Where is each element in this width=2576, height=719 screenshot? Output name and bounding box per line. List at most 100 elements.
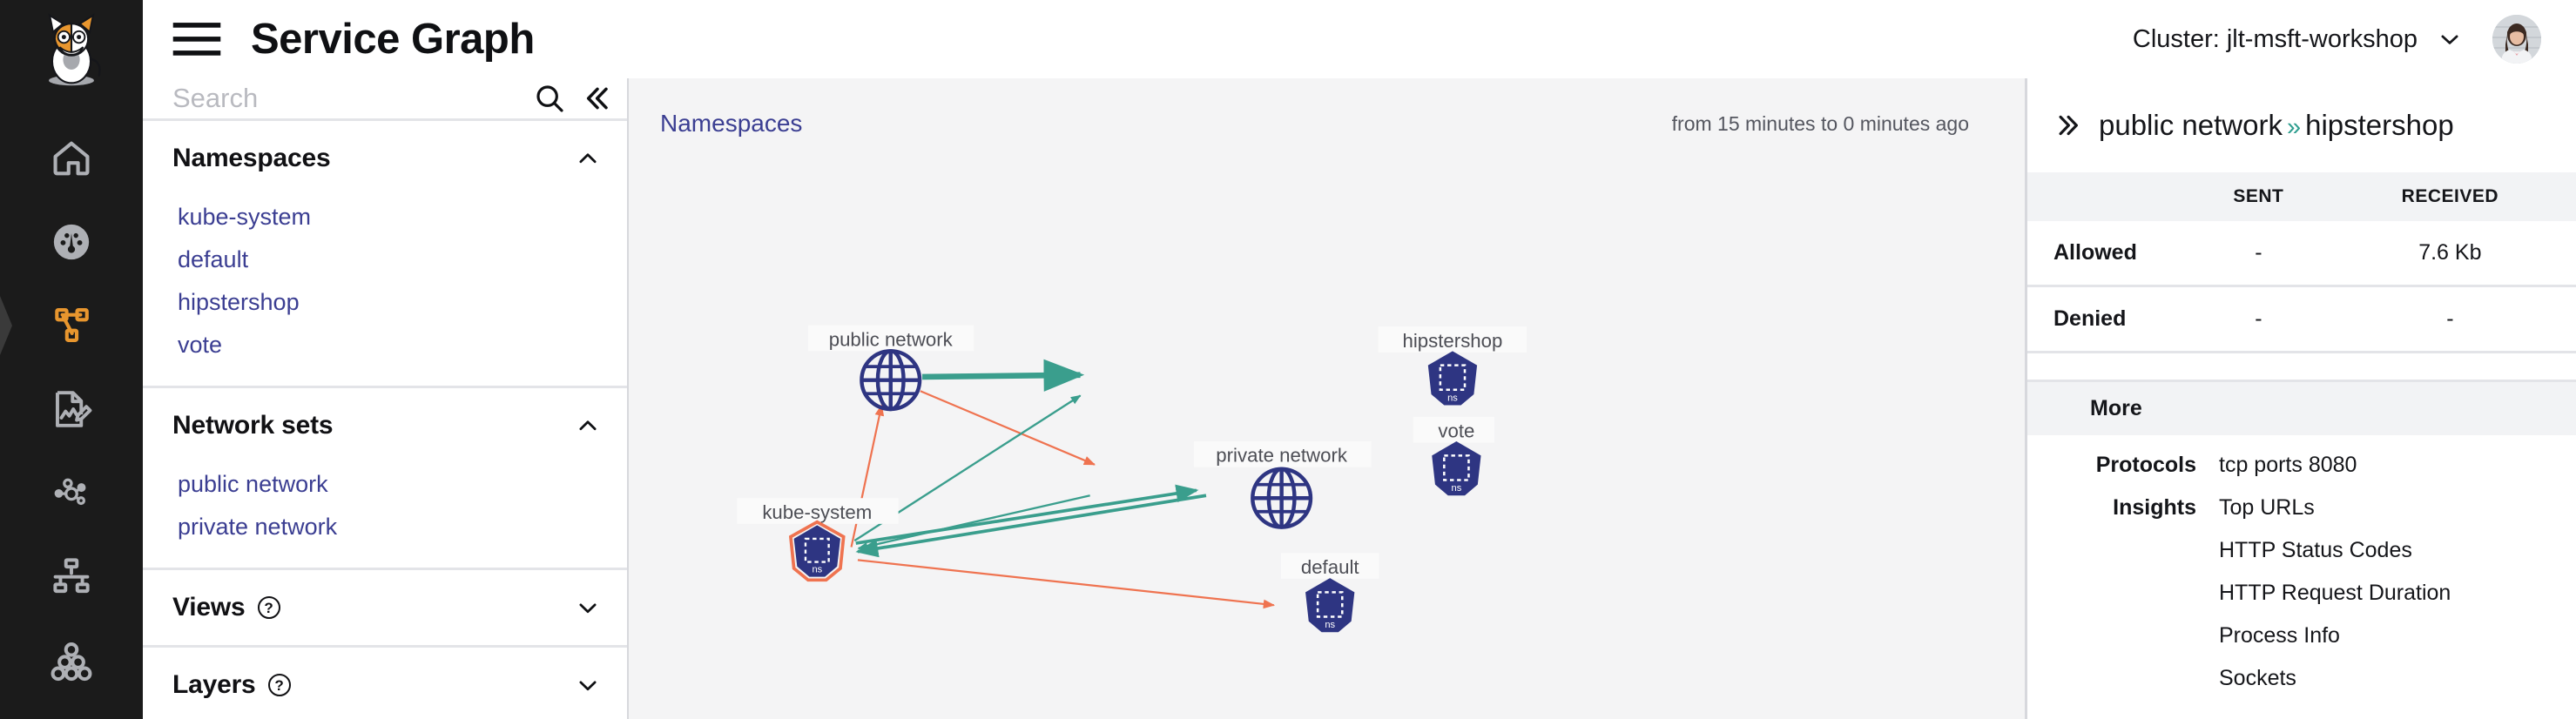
rail-item-nodes[interactable] [0,618,143,702]
ns-tag: ns [1447,393,1458,403]
insights-row: Insights Top URLs HTTP Status Codes HTTP… [2027,478,2576,709]
search-button[interactable] [532,78,567,118]
protocols-value: tcp ports 8080 [2219,453,2357,477]
rail-item-home[interactable] [0,117,143,200]
app-header: Service Graph Cluster: jlt-msft-workshop [143,0,2576,78]
cell-denied-received: - [2323,286,2576,353]
edge-public-network-vote[interactable] [920,390,1096,466]
content-area: Namespaces kube-system default hipstersh… [143,78,2576,719]
detail-gap [2027,353,2576,380]
rail-item-dashboard[interactable] [0,200,143,284]
rail-item-hierarchy[interactable] [0,534,143,618]
traffic-table: SENT RECEIVED Allowed - 7.6 Kb Denied - [2027,172,2576,353]
sidebar-section-header-network-sets[interactable]: Network sets [143,388,627,463]
breadcrumb-separator-icon: » [2286,113,2302,141]
double-chevron-right-icon[interactable] [2053,110,2085,141]
gauge-icon [53,224,90,260]
breadcrumb[interactable]: Namespaces [660,110,803,137]
rail-item-policies[interactable] [0,367,143,451]
sidebar-item-vote[interactable]: vote [178,332,223,358]
chevron-down-icon[interactable] [575,595,601,621]
insight-sockets[interactable]: Sockets [2219,666,2296,690]
edge-public-network-hipstershop[interactable] [922,359,1085,392]
sidebar-section-body-namespaces: kube-system default hipstershop vote [143,196,627,386]
chevron-down-icon[interactable] [575,672,601,698]
col-header-blank [2027,172,2193,221]
namespace-node-icon: ns [1427,351,1478,406]
graph-node-public-network[interactable]: public network [807,325,974,412]
sidebar-item-hipstershop[interactable]: hipstershop [178,289,300,315]
detail-breadcrumb: public network » hipstershop [2099,109,2454,142]
collapse-sidebar-button[interactable] [579,78,614,118]
sidebar-section-header-layers[interactable]: Layers ? [143,648,627,719]
insight-http-request-duration[interactable]: HTTP Request Duration [2219,581,2451,605]
detail-breadcrumb-from[interactable]: public network [2099,109,2283,141]
time-range-label[interactable]: from 15 minutes to 0 minutes ago [1671,111,1969,135]
insight-process-info[interactable]: Process Info [2219,623,2340,648]
graph-node-label: kube-system [762,501,872,523]
rail-item-service-graph[interactable] [0,284,143,367]
graph-canvas[interactable]: public network p [629,169,2025,719]
sidebar-section-body-network-sets: public network private network [143,463,627,568]
sidebar-item-kube-system[interactable]: kube-system [178,204,312,230]
double-chevron-left-icon [586,87,608,110]
sidebar-section-title: Network sets [172,411,334,440]
edge-kube-system-private-network[interactable] [855,484,1199,545]
cluster-selector-label: Cluster: jlt-msft-workshop [2132,24,2418,53]
more-section-header[interactable]: More [2027,380,2576,435]
graph-node-default[interactable]: default ns [1280,553,1379,633]
protocols-label: Protocols [2095,453,2196,477]
edge-kube-system-default[interactable] [857,559,1276,609]
namespace-node-icon: ns [1305,578,1355,633]
graph-node-kube-system[interactable]: kube-system ns [737,498,899,582]
sidebar-item-public-network[interactable]: public network [178,471,328,497]
help-icon[interactable]: ? [257,596,280,619]
graph-node-private-network[interactable]: private network [1193,441,1372,529]
chevron-up-icon[interactable] [575,413,601,439]
cluster-selector[interactable]: Cluster: jlt-msft-workshop [2133,25,2463,54]
sidebar-section-title: Layers [172,670,256,699]
avatar[interactable] [2492,15,2541,64]
insights-label: Insights [2113,495,2196,520]
insight-http-status-codes[interactable]: HTTP Status Codes [2219,538,2412,562]
edge-vote-kube-system[interactable] [857,494,1090,551]
globe-icon [1251,467,1313,529]
chevron-up-icon[interactable] [575,145,601,171]
sidebar-section-namespaces: Namespaces kube-system default hipstersh… [143,121,627,388]
service-graph-svg[interactable]: public network p [629,169,2025,719]
hamburger-menu-icon[interactable] [172,22,221,57]
graph-panel: Namespaces from 15 minutes to 0 minutes … [629,78,2027,719]
selection-ring [788,520,846,582]
stage: Service Graph Cluster: jlt-msft-workshop [143,0,2576,719]
sidebar-item-default[interactable]: default [178,246,249,272]
detail-panel: public network » hipstershop SENT RECEIV… [2027,78,2576,719]
graph-toolbar: Namespaces from 15 minutes to 0 minutes … [629,78,2025,169]
graph-node-label: public network [829,328,954,350]
service-graph-icon [55,307,89,342]
graph-node-hipstershop[interactable]: hipstershop ns [1378,326,1527,406]
search-input[interactable] [172,83,520,114]
detail-header: public network » hipstershop [2027,78,2576,172]
search-icon [536,85,563,112]
ns-tag: ns [1452,483,1462,494]
help-icon[interactable]: ? [267,674,291,696]
graph-edges [850,359,1276,609]
sidebar-item-private-network[interactable]: private network [178,514,338,540]
graph-node-label: default [1301,556,1360,578]
sidebar-section-header-namespaces[interactable]: Namespaces [143,121,627,196]
graph-node-vote[interactable]: vote ns [1413,416,1495,496]
sidebar-section-header-views[interactable]: Views ? [143,570,627,645]
rail-item-endpoints[interactable] [0,451,143,534]
protocols-row: Protocols tcp ports 8080 [2027,435,2576,478]
row-label-allowed: Allowed [2027,221,2193,287]
globe-icon [860,349,922,412]
ns-tag: ns [812,564,822,575]
left-sidebar: Namespaces kube-system default hipstersh… [143,78,629,719]
detail-breadcrumb-to[interactable]: hipstershop [2305,109,2454,141]
insight-top-urls[interactable]: Top URLs [2219,495,2315,520]
sidebar-section-title: Namespaces [172,144,331,172]
tigera-cat-logo[interactable] [30,7,113,91]
ns-tag: ns [1325,620,1335,630]
home-icon [53,141,90,176]
edge-private-network-kube-system[interactable] [855,494,1207,558]
